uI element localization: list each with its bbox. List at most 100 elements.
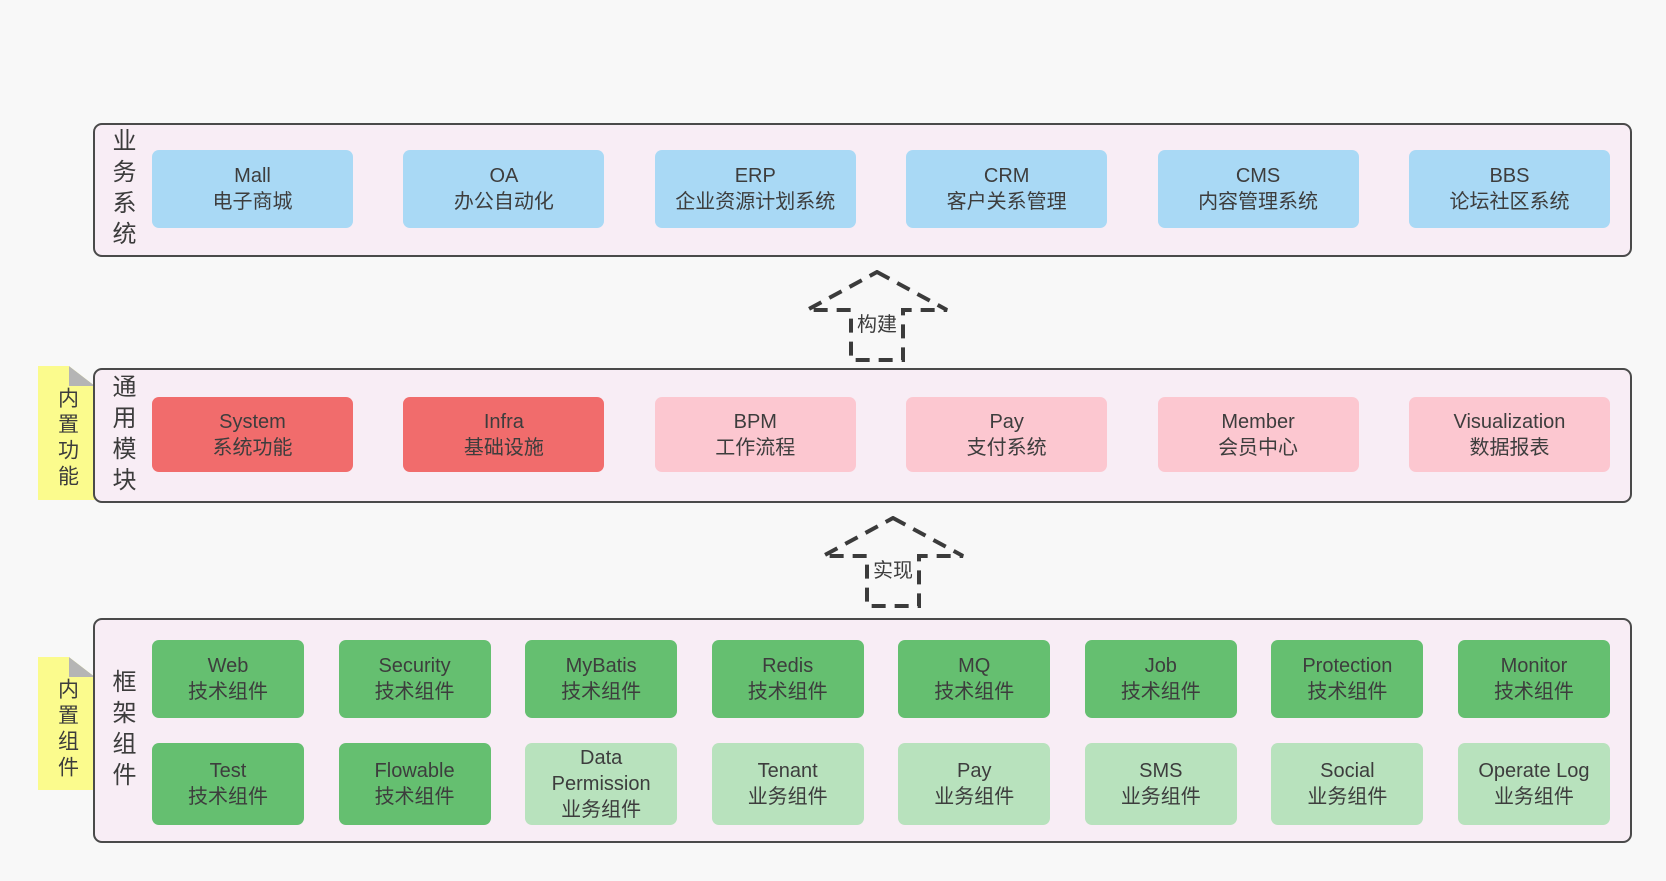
- box-desc: 技术组件: [374, 786, 455, 808]
- component-box: MQ 技术组件: [898, 640, 1051, 718]
- box-name: CMS: [1235, 165, 1281, 187]
- box-name: Operate Log: [1478, 760, 1590, 782]
- box-name: Member: [1221, 410, 1295, 433]
- box-name: Security: [378, 655, 451, 677]
- box-name: SMS: [1139, 760, 1183, 782]
- box-desc: 数据报表: [1469, 436, 1550, 459]
- component-box: Pay 支付系统: [906, 397, 1108, 472]
- band-label: 框架组件: [108, 668, 135, 793]
- box-desc: 技术组件: [188, 681, 268, 703]
- sticky-note-builtin-components: 内置组件: [38, 657, 95, 790]
- box-name: Pay: [957, 760, 992, 782]
- box-name: Flowable: [374, 760, 455, 782]
- box-name: CRM: [983, 165, 1030, 187]
- sticky-label: 内置功能: [55, 387, 79, 491]
- component-box: SMS 业务组件: [1084, 743, 1237, 825]
- box-desc: 技术组件: [1307, 681, 1388, 703]
- component-box: Visualization 数据报表: [1408, 397, 1610, 472]
- box-name: MQ: [958, 655, 991, 677]
- box-name: Test: [209, 760, 247, 782]
- box-name: Pay: [989, 410, 1024, 433]
- box-name: System: [219, 410, 286, 433]
- box-name: Redis: [762, 655, 814, 677]
- folded-corner-icon: [69, 657, 95, 677]
- box-name: Protection: [1302, 655, 1393, 677]
- component-box: BBS 论坛社区系统: [1408, 150, 1610, 228]
- component-box: OA 办公自动化: [403, 150, 605, 228]
- box-name: Web: [207, 655, 249, 677]
- box-desc: 技术组件: [1493, 681, 1574, 703]
- box-name: Social: [1320, 760, 1375, 782]
- box-desc: 业务组件: [1120, 786, 1201, 808]
- up-arrow-icon: [806, 270, 948, 362]
- arrow-implement: 实现: [821, 516, 965, 608]
- component-box: Test 技术组件: [152, 743, 304, 825]
- box-name: Monitor: [1500, 655, 1568, 677]
- component-box: Monitor 技术组件: [1457, 640, 1610, 718]
- arrow-label: 实现: [869, 554, 917, 583]
- box-desc: 工作流程: [715, 436, 796, 459]
- box-desc: 业务组件: [561, 799, 642, 821]
- band-label: 业务系统: [108, 128, 135, 252]
- box-name: Infra: [483, 410, 524, 433]
- sticky-note-builtin-features: 内置功能: [38, 366, 95, 500]
- component-box: Data Permission 业务组件: [525, 743, 678, 825]
- box-name: Data Permission: [551, 747, 651, 795]
- box-desc: 技术组件: [188, 786, 268, 808]
- box-desc: 技术组件: [374, 681, 455, 703]
- arrow-build: 构建: [805, 270, 949, 362]
- arrow-label: 构建: [853, 308, 901, 337]
- up-arrow-icon: [822, 516, 964, 608]
- box-name: Tenant: [757, 760, 818, 782]
- box-desc: 办公自动化: [453, 191, 554, 213]
- box-name: BBS: [1489, 165, 1530, 187]
- component-box: Infra 基础设施: [403, 397, 605, 472]
- component-box: Web 技术组件: [152, 640, 304, 718]
- box-desc: 论坛社区系统: [1449, 191, 1570, 213]
- component-box: Security 技术组件: [338, 640, 491, 718]
- box-name: Mall: [234, 165, 271, 187]
- component-box: Protection 技术组件: [1271, 640, 1424, 718]
- band-label: 通用模块: [108, 373, 135, 498]
- folded-corner-icon: [69, 366, 95, 386]
- component-box: Redis 技术组件: [711, 640, 864, 718]
- component-box: Pay 业务组件: [898, 743, 1051, 825]
- box-desc: 内容管理系统: [1198, 191, 1319, 213]
- box-desc: 支付系统: [966, 436, 1047, 459]
- sticky-label: 内置组件: [55, 677, 79, 782]
- box-name: Visualization: [1453, 410, 1566, 433]
- box-desc: 技术组件: [747, 681, 828, 703]
- box-name: MyBatis: [565, 655, 637, 677]
- box-desc: 基础设施: [463, 436, 544, 459]
- component-box: Social 业务组件: [1271, 743, 1424, 825]
- component-box: Mall 电子商城: [152, 150, 353, 228]
- component-box: Flowable 技术组件: [338, 743, 491, 825]
- box-name: Job: [1144, 655, 1177, 677]
- box-desc: 技术组件: [1120, 681, 1201, 703]
- box-desc: 电子商城: [212, 191, 293, 213]
- box-desc: 业务组件: [934, 786, 1015, 808]
- box-name: ERP: [734, 165, 776, 187]
- box-desc: 技术组件: [934, 681, 1015, 703]
- box-name: OA: [489, 165, 519, 187]
- component-box: Job 技术组件: [1084, 640, 1237, 718]
- box-desc: 业务组件: [1307, 786, 1388, 808]
- component-row: Test 技术组件 Flowable 技术组件 Data Permission 业务组件 T…: [152, 743, 1610, 825]
